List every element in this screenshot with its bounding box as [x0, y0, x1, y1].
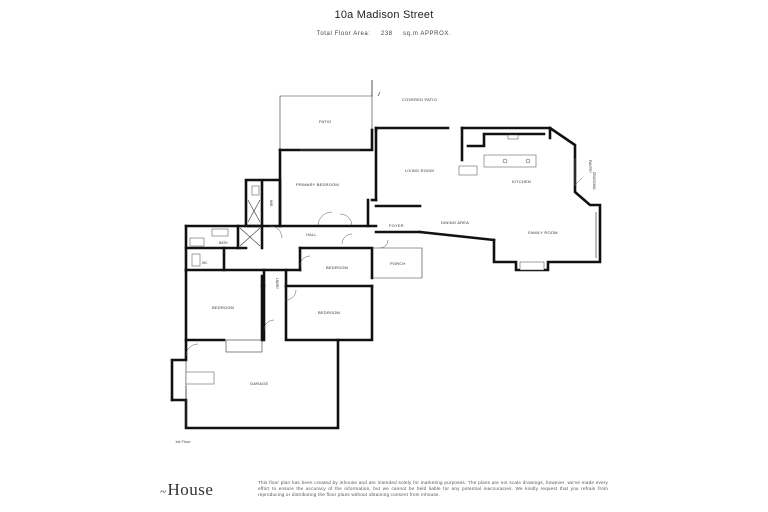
- living-kitchen-walls: [370, 126, 602, 272]
- floor-area-unit: sq.m APPROX.: [403, 31, 452, 37]
- label-bedroom-mid: BEDROOM: [326, 265, 348, 270]
- label-living-room: LIVING ROOM: [405, 168, 434, 173]
- patio-outline: [279, 80, 373, 150]
- label-patio: PATIO: [319, 119, 331, 124]
- label-porch: PORCH: [390, 261, 405, 266]
- label-bath: BATH: [219, 241, 228, 245]
- label-bedroom-left: BEDROOM: [212, 305, 234, 310]
- floor-area-value: 238: [380, 31, 393, 37]
- hall-bath-walls: [184, 178, 378, 272]
- label-dining-area: DINING AREA: [441, 220, 469, 225]
- label-primary-bedroom: PRIMARY BEDROOM: [296, 182, 339, 187]
- kitchen-fixtures: [458, 126, 583, 271]
- label-wc: WC: [202, 261, 208, 265]
- floor-level-label: 1st Floor: [175, 439, 191, 444]
- primary-bedroom-walls: [278, 128, 374, 228]
- logo-text: House: [167, 480, 214, 499]
- label-covered-patio: COVERED PATIO: [402, 97, 437, 102]
- label-foyer: FOYER: [389, 223, 404, 228]
- label-kitchen: KITCHEN: [512, 179, 531, 184]
- label-bedroom-right: BEDROOM: [318, 310, 340, 315]
- label-pantry: PANTRY: [588, 160, 592, 174]
- covered-patio-edge: [377, 91, 381, 97]
- logo-swoosh-icon: ~: [160, 486, 167, 498]
- label-family-room: FAMILY ROOM: [528, 230, 558, 235]
- garage-walls: [170, 338, 340, 430]
- label-wir: WIR: [269, 200, 273, 207]
- company-logo: ~House: [160, 480, 213, 500]
- disclaimer-text: This floor plan has been created by inho…: [258, 480, 608, 497]
- label-hall: HALL: [306, 232, 317, 237]
- plan-title: 10a Madison Street: [334, 9, 434, 21]
- label-lndry: LNDRY: [275, 278, 279, 290]
- floor-area-line: Total Floor Area: 238 sq.m APPROX.: [0, 31, 768, 37]
- label-garage: GARAGE: [250, 381, 268, 386]
- label-crossing: CROSSING: [592, 172, 596, 190]
- floor-area-label: Total Floor Area:: [316, 31, 371, 37]
